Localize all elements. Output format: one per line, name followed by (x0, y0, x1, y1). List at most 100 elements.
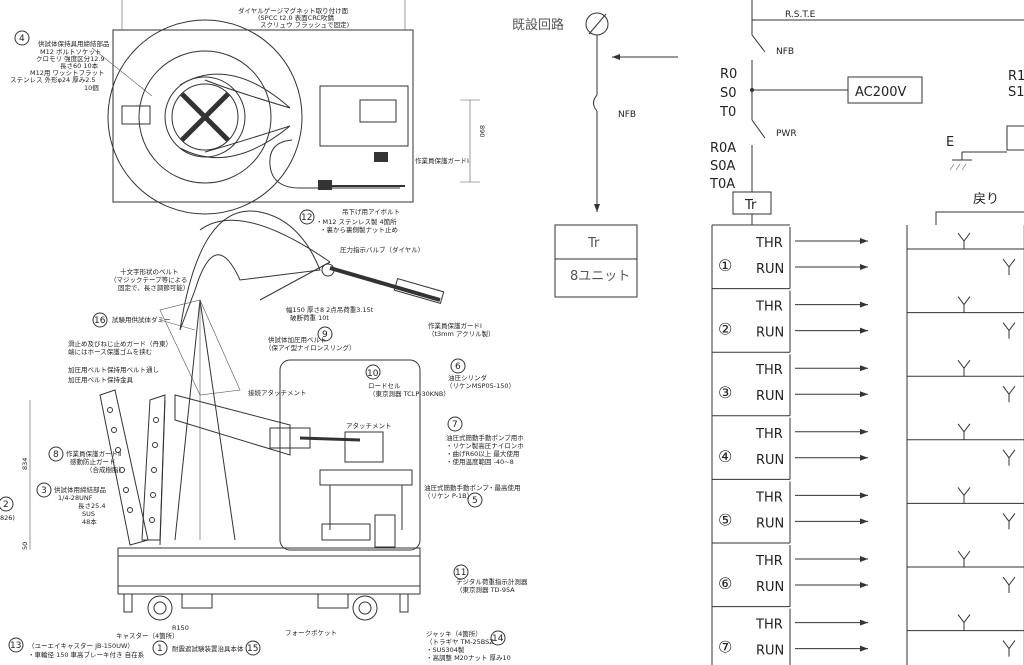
unit-5-number: ⑤ (718, 510, 732, 529)
velcro-belt-line2: （マジックテープ等による (110, 275, 187, 284)
attach1-label: 接続アタッチメント (248, 388, 307, 397)
bolts-line4: 48本 (82, 517, 97, 526)
callout-4-line1: M12 ボルトソケット (40, 48, 101, 56)
callout-15-number: 15 (247, 644, 258, 654)
unit-7-antenna-symbol-2 (1002, 640, 1016, 657)
caster-line3: ・車輪径 150 車高ブレーキ付き 自在系 (28, 650, 145, 659)
guard3-line3: （合成樹脂） (86, 465, 125, 474)
display-line1: デジタル荷重指示計測器 (456, 577, 528, 586)
unit-1-antenna-symbol (957, 232, 971, 249)
unit-3-run-label: RUN (756, 389, 784, 404)
unit-3-antenna-symbol-2 (1002, 385, 1016, 403)
tr-box-label: Tr (587, 236, 600, 251)
callout-7-number: 7 (452, 420, 458, 430)
unit-3-antenna-symbol (957, 359, 971, 377)
callout-14-number: 14 (492, 634, 504, 644)
jack-line4: ・高調整 M20ナット 厚み10 (426, 653, 511, 662)
pwr-label: PWR (776, 129, 797, 139)
belt-holder-label: 加圧用ベルト保持金具 (68, 375, 134, 384)
callout-2-number: 2 (3, 500, 9, 510)
tr-label-right: Tr (744, 198, 757, 213)
caster-line1: キャスター（4箇所） (116, 631, 179, 640)
jack-line3: ・SUS304製 (426, 645, 465, 654)
callout-12-number: 12 (301, 213, 312, 223)
unit-7-antenna-symbol (957, 614, 971, 631)
callout-6-number: 6 (455, 362, 461, 372)
callout-9-line2: （保アイ型ナイロンスリング） (265, 343, 356, 352)
pump-hose-line2: ・リケン製高圧ナイロンホ (446, 441, 524, 450)
unit-7-thr-label: THR (755, 618, 783, 633)
pad-label: 滑止め及びねじ止めガード（丹東） (68, 339, 172, 348)
cylinder-body (174, 394, 291, 456)
cylinder-line1: 油圧シリンダ (448, 373, 488, 382)
nfb-label-middle: NFB (618, 110, 636, 120)
pad-label2: 端にはホース保護ゴムを挟む (68, 347, 152, 356)
velcro-belt-line3: 固定で、長さ調節可能） (118, 283, 189, 292)
bolts-line3: SUS (82, 510, 95, 518)
bolts-line2: 長さ25.4 (78, 502, 105, 510)
pump-line1: 油圧式簡動手動ポンプ (424, 483, 489, 492)
unit-1-run-label: RUN (756, 262, 784, 277)
middle-circuit: 既設回路 NFB Tr 8ユニット (512, 12, 678, 298)
top-view: 890 ダイヤルゲージマグネット取り付け面 (SPCC t2.0 表面CRC吹錆… (10, 0, 486, 234)
guard2-line2: （t3mm アクリル製） (428, 329, 495, 338)
s1-label: S1 (1008, 85, 1024, 100)
max-use-label: ・最高使用 (488, 483, 521, 492)
unit-3-number: ③ (718, 383, 732, 402)
acrylic-guard (279, 359, 421, 551)
callout-3-number: 3 (41, 486, 47, 496)
callout-4-circle (14, 30, 30, 46)
unit-2-thr-label: THR (755, 300, 783, 315)
belt-pass-label: 加圧用ベルト保持用ベルト通し (68, 365, 159, 374)
unit-2-antenna-symbol-2 (1002, 322, 1016, 339)
magnet-note: ダイヤルゲージマグネット取り付け面 (238, 6, 349, 15)
pump-line2: （リケン P-1B） (424, 492, 473, 500)
callout-16-number: 16 (94, 316, 106, 326)
velcro-belt-line1: 十文字形状のベルト (120, 267, 179, 276)
pump-hose-line3: ・曲げR60以上 最大使用 (446, 449, 519, 458)
loadcell-line1: ロードセル (368, 382, 401, 390)
callout-9-line1: 供試体加圧用ベルト (268, 335, 327, 344)
jack-line1: ジャッキ（4箇所） (426, 629, 482, 638)
unit-7-number: ⑦ (718, 638, 732, 657)
r0a-label: R0A (710, 141, 736, 156)
callout-4-line4: M12用 ワッシトフラット (30, 69, 104, 77)
unit-3-thr-label: THR (755, 363, 783, 378)
rste-label: R.S.T.E (785, 10, 816, 20)
existing-circuit-label: 既設回路 (512, 17, 564, 33)
guard-label-top: 作業員保護ガードⅠ (415, 156, 469, 165)
caster-line2: （ユーエイキャスター JB-150UW） (28, 641, 134, 650)
magnet-note-spec2: スクリュウ フラッシュで固定) (260, 20, 349, 29)
top-plate-outline (112, 29, 414, 203)
dummy-specimen-label: 試験用供試体ダミー (112, 315, 171, 324)
ac200v-box (847, 76, 923, 104)
unit-6-antenna-symbol-2 (1002, 576, 1016, 593)
callout-12-line1: 吊下げ用アイボルト (342, 207, 400, 216)
unit-2-run-label: RUN (756, 326, 784, 341)
callout-4-line6: 10個 (84, 83, 99, 92)
unit-6-number: ⑥ (718, 574, 732, 593)
dim-890: 890 (478, 125, 486, 137)
callout-1-number: 1 (157, 644, 163, 654)
callout-4-line3: 長さ60 10本 (60, 61, 99, 70)
callout-4-number: 4 (19, 34, 25, 44)
unit-5-antenna-symbol-2 (1002, 513, 1016, 530)
tr-box (554, 224, 638, 298)
t0a-label: T0A (709, 177, 735, 192)
pump-hose-line1: 油圧式簡動手動ポンプ用ホ (446, 433, 524, 442)
side-view: 圧力指示バルブ（ダイヤル） 十文字形状のベルト （マジックテープ等による 固定で… (0, 210, 528, 662)
r0-label: R0 (720, 67, 737, 82)
e-label: E (946, 135, 954, 150)
callout-4-line2: クロモリ 強度区分12.9 (36, 54, 105, 63)
tr-units-label: 8ユニット (570, 269, 630, 284)
callout-4-title: 供試体保持具用締結部品 (38, 39, 110, 48)
unit-5-run-label: RUN (756, 516, 784, 531)
bolts-line1: 1/4-28UNF (58, 494, 93, 502)
unit-1-number: ① (718, 256, 732, 275)
callout-12-line2: ・M12 ステンレス製 4箇所 (316, 217, 397, 226)
guard3-line2: 感動防止ガード (70, 457, 116, 466)
unit-4-antenna-symbol (957, 423, 971, 440)
unit-1-thr-label: THR (755, 236, 783, 251)
callout-9-number: 9 (322, 330, 328, 340)
